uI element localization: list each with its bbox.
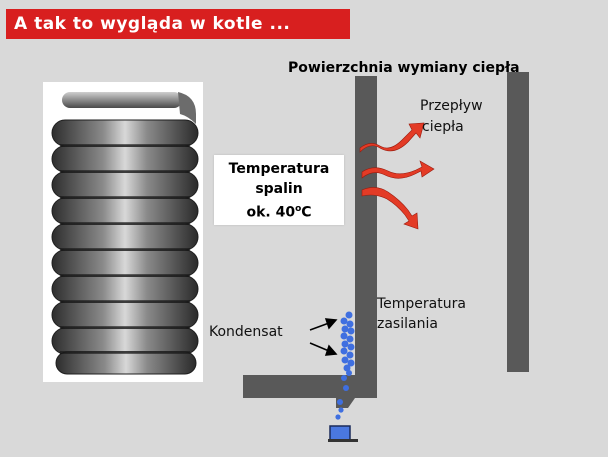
coil-photo-icon [51,92,199,375]
drain-container-icon [329,425,351,441]
flue-gas-label-box [214,155,344,225]
flue-gas-line3-suffix: C [301,204,312,221]
heat-flow-arrow-icon [359,122,425,153]
drain-base [328,439,358,442]
supply-temp-line1: Temperatura [377,296,466,312]
condensate-pointer-arrows [309,318,338,356]
right-exchange-wall [507,72,529,372]
heat-flow-arrow-icon [361,187,419,230]
slide-title: A tak to wygląda w kotle ... [14,14,291,34]
supply-temp-line2: zasilania [377,316,438,332]
heat-flow-label: Przepływ ciepła [420,96,510,138]
flue-gas-line3-prefix: ok. 40 [246,204,296,221]
heat-flow-arrow-icon [361,160,435,179]
condensate-drops-icon [335,311,355,420]
flue-gas-line1: Temperatura [228,161,330,177]
flue-gas-line2: spalin [255,181,303,197]
left-exchange-wall [355,76,377,376]
heat-flow-label-line1: Przepływ [420,98,483,114]
flue-gas-label: Temperatura spalin ok. 40oC [214,159,344,223]
title-bar [6,9,350,39]
flue-gas-line3: ok. 40oC [214,199,344,223]
heat-flow-label-line2: ciepła [422,119,464,135]
heat-flow-arrows [359,122,435,230]
condensate-tray [243,375,377,408]
heat-exchange-surface-label: Powierzchnia wymiany ciepła [288,60,520,76]
degree-symbol: o [295,204,302,214]
condensate-label: Kondensat [209,324,283,340]
supply-temperature-label: Temperatura zasilania [377,294,497,334]
